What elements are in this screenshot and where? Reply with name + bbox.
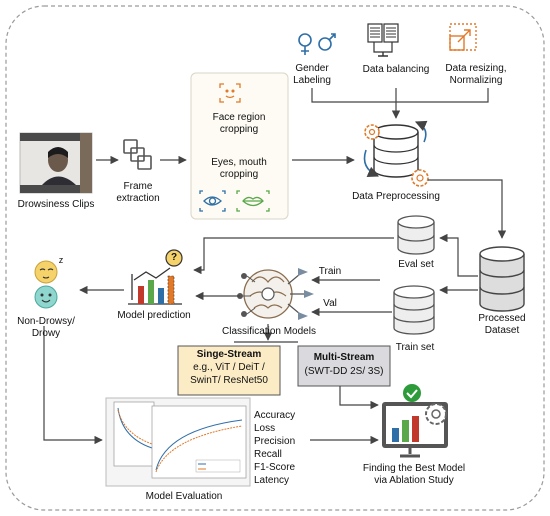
processed-dataset-label-1: Processed xyxy=(478,313,526,324)
model-evaluation-plot xyxy=(105,397,251,487)
single-stream-title: Singe-Stream xyxy=(196,349,262,360)
gender-icon xyxy=(298,33,336,55)
alert-face-icon xyxy=(34,285,58,309)
face-scan-icon xyxy=(219,83,241,103)
train-set-icon xyxy=(393,285,435,335)
model-prediction-label: Model prediction xyxy=(117,310,191,321)
gender-label-1: Gender xyxy=(295,63,329,74)
multi-stream-box xyxy=(297,345,391,387)
data-preprocessing-icon xyxy=(363,120,429,187)
resizing-label-2: Normalizing xyxy=(449,75,503,86)
drowsy-face-icon xyxy=(34,260,58,284)
processed-dataset-label-2: Dataset xyxy=(484,325,520,336)
eval-set-label: Eval set xyxy=(398,259,434,270)
frame-extraction-icon xyxy=(123,139,152,170)
metric-recall: Recall xyxy=(254,449,282,460)
metric-latency: Latency xyxy=(254,475,290,486)
data-preprocessing-label: Data Preprocessing xyxy=(352,191,440,202)
processed-dataset-icon xyxy=(479,246,525,312)
resizing-label-1: Data resizing, xyxy=(445,63,507,74)
non-drowsy-label-1: Non-Drowsy/ xyxy=(17,316,75,327)
face-region-label-1: Face region xyxy=(212,112,266,123)
zzz-label: z xyxy=(58,255,64,265)
single-stream-line-1: e.g., ViT / DeiT / xyxy=(193,362,265,373)
classification-brain-icon xyxy=(237,268,314,320)
train-set-label: Train set xyxy=(395,342,435,353)
multi-stream-title: Multi-Stream xyxy=(313,352,375,363)
eye-icon xyxy=(199,190,226,212)
non-drowsy-label-2: Drowy xyxy=(31,328,61,339)
best-model-label-1: Finding the Best Model xyxy=(362,463,466,474)
eyes-mouth-label-2: cropping xyxy=(219,169,259,180)
data-balancing-icon xyxy=(367,23,399,57)
train-arrow-label: Train xyxy=(318,266,342,277)
drowsiness-clip-image xyxy=(19,132,93,194)
single-stream-box xyxy=(177,345,281,396)
outer-frame xyxy=(5,5,545,511)
val-arrow-label: Val xyxy=(323,298,337,309)
mouth-icon xyxy=(236,190,270,212)
model-evaluation-label: Model Evaluation xyxy=(145,491,223,502)
eyes-mouth-label-1: Eyes, mouth xyxy=(211,157,267,168)
gender-label-2: Labeling xyxy=(293,75,331,86)
metric-precision: Precision xyxy=(254,436,296,447)
data-balancing-label: Data balancing xyxy=(362,64,430,75)
metric-f1-score: F1-Score xyxy=(254,462,296,473)
frame-extraction-label-1: Frame xyxy=(123,181,153,192)
drowsiness-clips-label: Drowsiness Clips xyxy=(17,199,95,210)
best-model-label-2: via Ablation Study xyxy=(374,475,454,486)
best-model-monitor-icon xyxy=(382,384,448,458)
single-stream-line-2: SwinT/ ResNet50 xyxy=(190,375,268,386)
metric-loss: Loss xyxy=(254,423,276,434)
flow-arrows xyxy=(43,88,507,445)
classification-models-label: Classification Models xyxy=(222,326,316,337)
frame-extraction-label-2: extraction xyxy=(116,193,160,204)
multi-stream-line-1: (SWT-DD 2S/ 3S) xyxy=(304,366,384,377)
question-mark-label: ? xyxy=(170,252,178,263)
eval-set-icon xyxy=(397,215,435,255)
cropping-box xyxy=(190,72,289,220)
metric-accuracy: Accuracy xyxy=(254,410,296,421)
resize-icon xyxy=(449,23,477,51)
face-region-label-2: cropping xyxy=(219,124,259,135)
model-prediction-icon xyxy=(128,249,183,305)
